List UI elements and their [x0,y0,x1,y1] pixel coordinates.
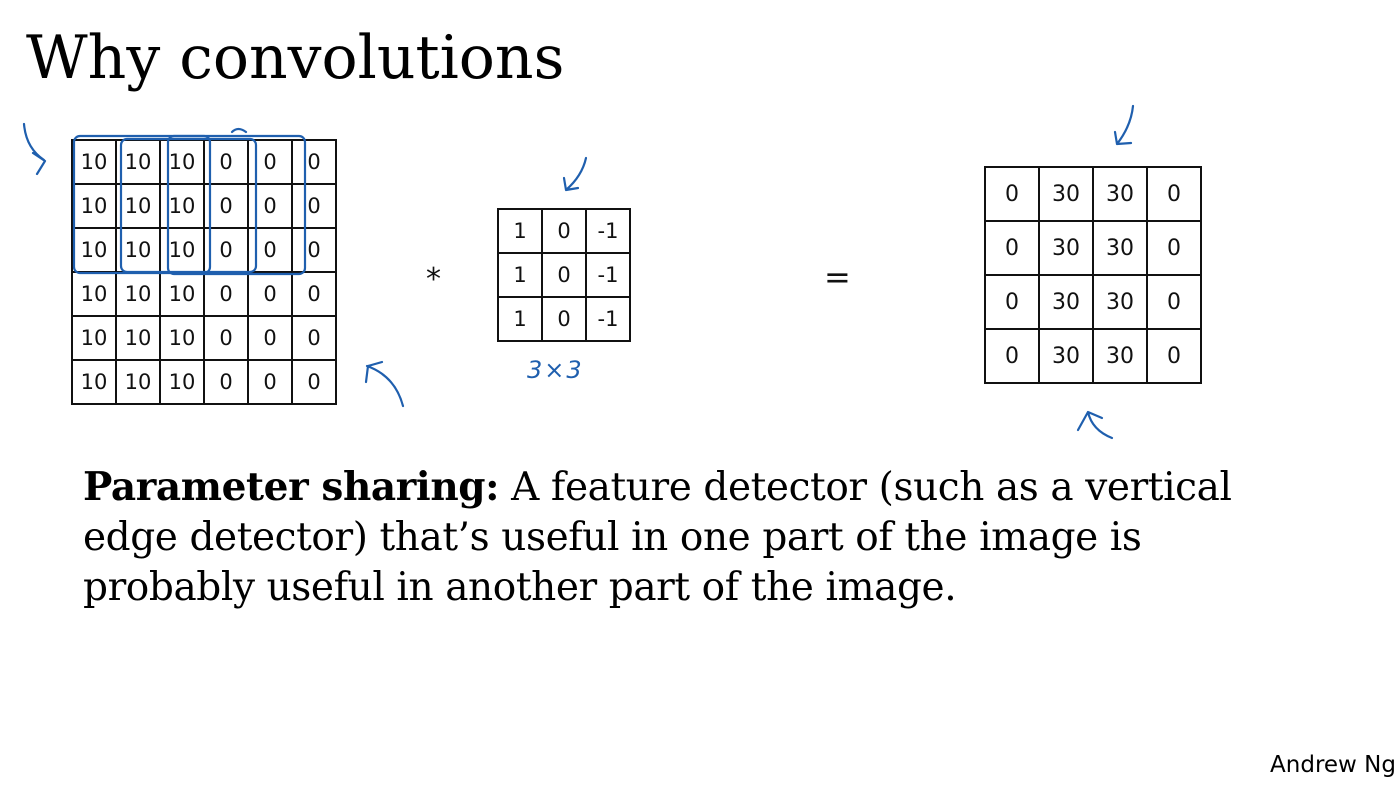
arrow-icon-output-bottom [1076,410,1114,440]
arrow-icon-input-corner [364,360,405,408]
matrix-cell: -1 [585,252,631,298]
matrix-cell: 10 [71,183,117,229]
matrix-cell: 0 [291,315,337,361]
matrix-cell: 10 [159,271,205,317]
matrix-cell: 10 [159,315,205,361]
matrix-cell: 0 [247,315,293,361]
matrix-cell: 10 [115,139,161,185]
matrix-cell: 0 [247,271,293,317]
matrix-cell: 1 [497,296,543,342]
matrix-cell: 30 [1038,166,1094,222]
matrix-cell: 0 [984,220,1040,276]
filter-size-note: 3×3 [527,356,584,384]
matrix-cell: 0 [291,271,337,317]
matrix-cell: 10 [71,271,117,317]
matrix-cell: 30 [1038,328,1094,384]
matrix-cell: 1 [497,208,543,254]
arrow-icon-filter [562,156,588,192]
matrix-cell: 0 [984,274,1040,330]
matrix-cell: -1 [585,208,631,254]
matrix-cell: 0 [541,208,587,254]
matrix-cell: 0 [984,166,1040,222]
matrix-cell: 0 [1146,328,1202,384]
matrix-cell: 30 [1038,274,1094,330]
matrix-cell: 30 [1092,274,1148,330]
matrix-cell: 10 [71,227,117,273]
matrix-cell: 1 [497,252,543,298]
matrix-cell: -1 [585,296,631,342]
matrix-cell: 0 [1146,274,1202,330]
matrix-cell: 0 [247,359,293,405]
matrix-cell: 30 [1092,166,1148,222]
convolution-operator: * [426,262,441,297]
parameter-sharing-paragraph: Parameter sharing: A feature detector (s… [83,462,1323,613]
matrix-cell: 0 [541,296,587,342]
matrix-cell: 10 [159,183,205,229]
matrix-cell: 10 [71,315,117,361]
author-credit: Andrew Ng [1270,752,1396,778]
matrix-cell: 0 [291,183,337,229]
matrix-cell: 30 [1092,328,1148,384]
matrix-cell: 0 [984,328,1040,384]
arrow-icon-input [22,122,47,176]
matrix-cell: 10 [159,139,205,185]
equals-operator: = [824,258,851,296]
matrix-cell: 0 [203,227,249,273]
matrix-cell: 0 [247,139,293,185]
matrix-cell: 0 [247,183,293,229]
matrix-cell: 0 [203,183,249,229]
matrix-cell: 10 [115,271,161,317]
matrix-cell: 10 [115,227,161,273]
matrix-cell: 10 [115,359,161,405]
matrix-cell: 0 [291,227,337,273]
matrix-cell: 10 [159,227,205,273]
matrix-cell: 0 [291,359,337,405]
matrix-cell: 30 [1092,220,1148,276]
matrix-cell: 0 [203,139,249,185]
matrix-cell: 10 [71,359,117,405]
matrix-cell: 10 [115,315,161,361]
matrix-cell: 0 [1146,166,1202,222]
parameter-sharing-heading: Parameter sharing: [83,464,500,510]
matrix-cell: 0 [541,252,587,298]
matrix-cell: 0 [247,227,293,273]
arrow-icon-output [1113,104,1135,146]
matrix-cell: 30 [1038,220,1094,276]
matrix-cell: 0 [203,315,249,361]
matrix-cell: 0 [203,359,249,405]
slide-title: Why convolutions [26,23,565,93]
matrix-cell: 10 [115,183,161,229]
parameter-sharing-text: A feature detector (such as a vertical e… [83,465,1232,610]
matrix-cell: 0 [291,139,337,185]
matrix-cell: 0 [1146,220,1202,276]
window-squiggle [230,127,248,134]
matrix-cell: 0 [203,271,249,317]
matrix-cell: 10 [71,139,117,185]
matrix-cell: 10 [159,359,205,405]
